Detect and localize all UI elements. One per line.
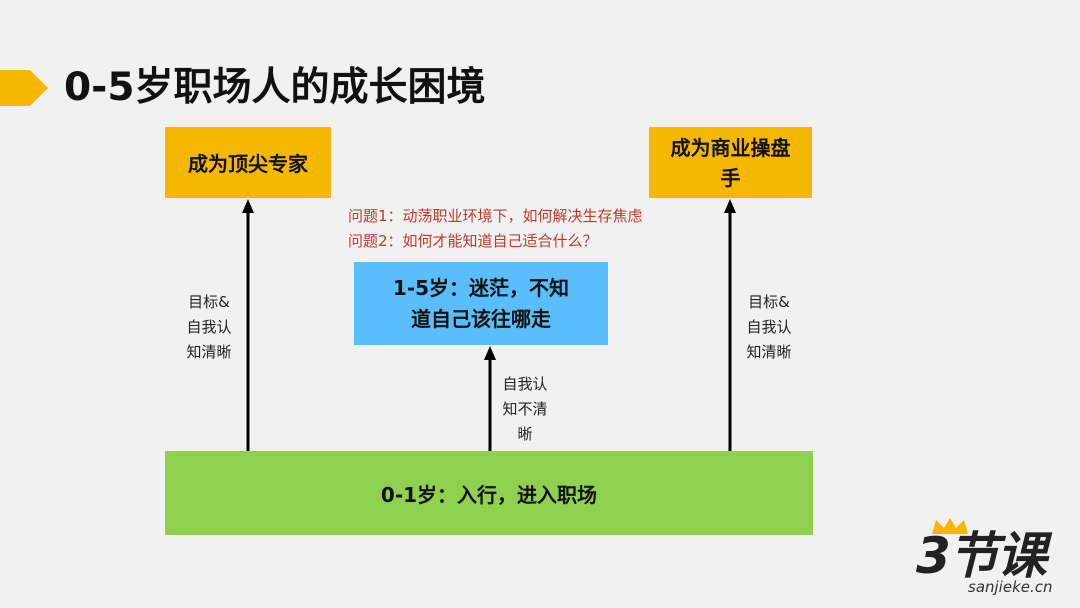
left-arrow-label-line: 目标&	[188, 293, 230, 311]
stage-confused-box: 1-5岁：迷茫，不知 道自己该往哪走	[354, 262, 608, 345]
logo-domain: sanjieke.cn	[968, 578, 1053, 596]
stage-confused-line: 道自己该往哪走	[410, 306, 551, 331]
page-title: 0-5岁职场人的成长困境	[64, 65, 486, 110]
middle-arrow-label-line: 自我认	[502, 375, 548, 393]
right-arrow-label: 目标& 自我认 知清晰	[734, 290, 804, 365]
question-2: 问题2：如何才能知道自己适合什么？	[348, 232, 598, 250]
left-arrow-label-line: 自我认	[186, 318, 232, 336]
goal-top-expert-box: 成为顶尖专家	[165, 127, 331, 198]
goal-business-operator-line: 手	[720, 165, 741, 190]
left-arrow-label-line: 知清晰	[186, 343, 232, 361]
crown-icon	[932, 518, 968, 534]
logo-wordmark: 3节课	[916, 527, 1047, 585]
questions-block: 问题1：动荡职业环境下，如何解决生存焦虑 问题2：如何才能知道自己适合什么？	[348, 204, 643, 254]
right-arrow-label-line: 知清晰	[746, 343, 792, 361]
middle-arrow-label-line: 晰	[517, 425, 533, 443]
stage-entry-box: 0-1岁：入行，进入职场	[165, 451, 813, 535]
right-arrow-label-line: 目标&	[748, 293, 790, 311]
middle-arrow-label: 自我认 知不清 晰	[492, 372, 558, 447]
stage-entry-label: 0-1岁：入行，进入职场	[380, 482, 598, 507]
right-arrow-label-line: 自我认	[746, 318, 792, 336]
goal-business-operator-line: 成为商业操盘	[670, 135, 791, 160]
middle-arrow-label-line: 知不清	[502, 400, 548, 418]
title-marker-arrow	[0, 70, 48, 106]
stage-confused-line: 1-5岁：迷茫，不知	[392, 275, 570, 300]
goal-business-operator-box: 成为商业操盘 手	[649, 127, 812, 198]
brand-logo: 3节课 sanjieke.cn	[912, 516, 1072, 602]
goal-top-expert-label: 成为顶尖专家	[188, 152, 308, 176]
question-1: 问题1：动荡职业环境下，如何解决生存焦虑	[348, 207, 643, 225]
left-arrow-label: 目标& 自我认 知清晰	[174, 290, 244, 365]
